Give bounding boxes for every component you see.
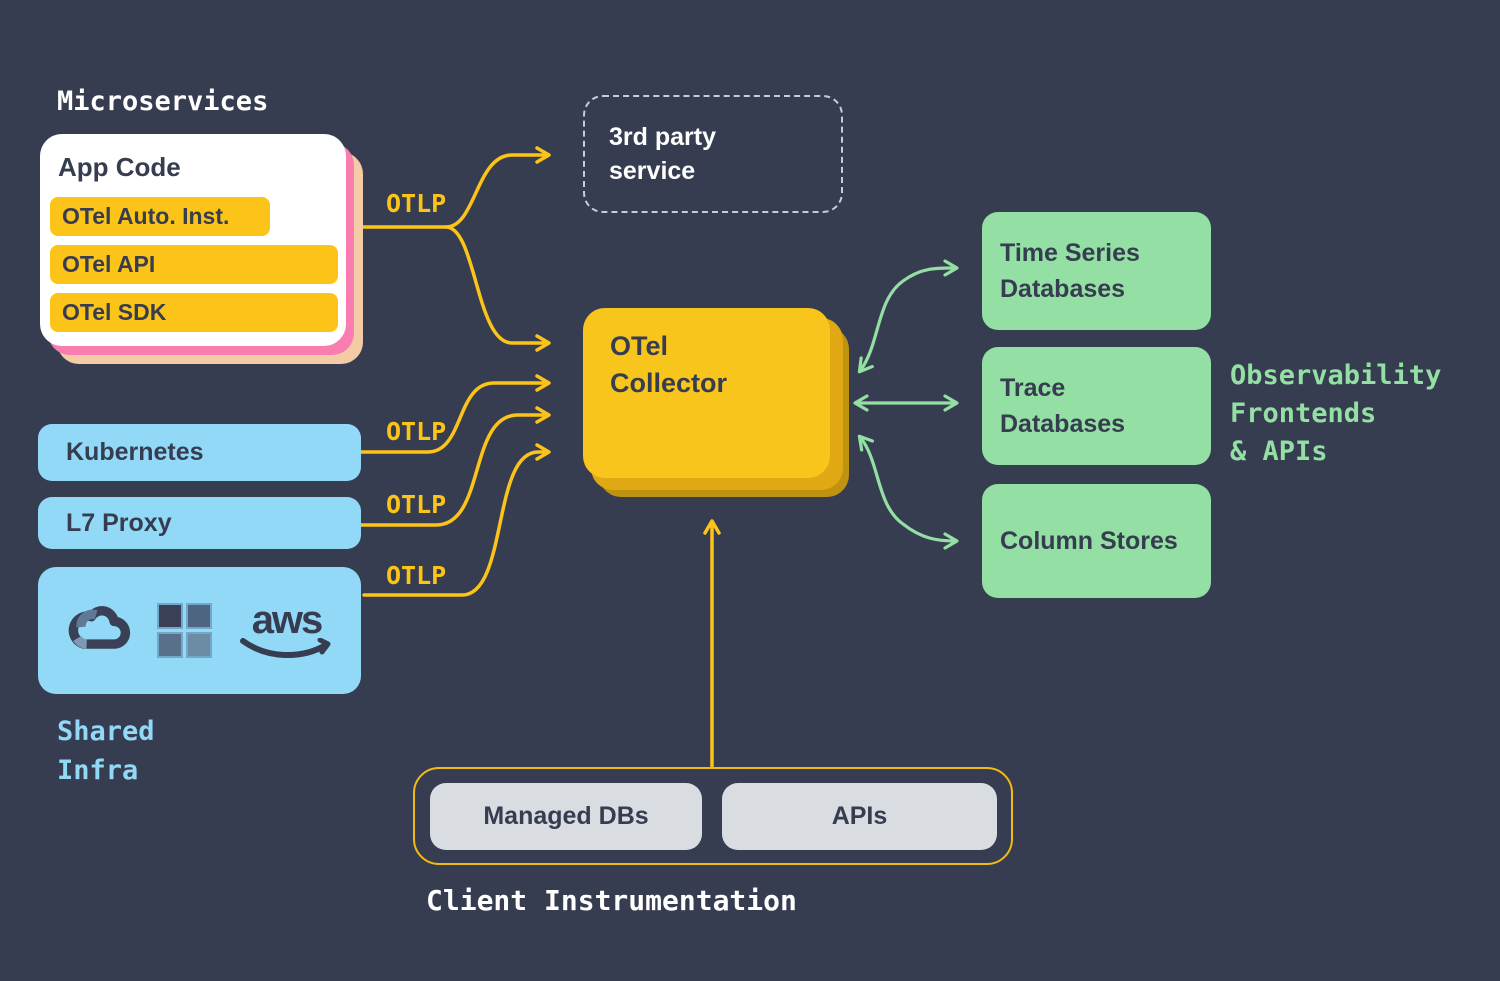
arrow-appcode-to-collector [444, 225, 551, 352]
appcode-card: App Code OTel Auto. Inst. OTel API OTel … [40, 134, 346, 346]
apis-pill: APIs [722, 783, 997, 850]
aws-icon: aws [238, 597, 336, 660]
kubernetes-box: Kubernetes [38, 424, 361, 481]
otel-collector-box: OTel Collector [583, 308, 830, 478]
column-stores-box: Column Stores [982, 484, 1211, 598]
microsoft-icon [157, 603, 212, 658]
l7-proxy-box: L7 Proxy [38, 497, 361, 549]
third-party-service-box: 3rd party service [583, 95, 843, 213]
aws-wordmark: aws [251, 597, 324, 642]
client-instrumentation-caption: Client Instrumentation [426, 884, 797, 917]
shared-infra-caption: Shared Infra [57, 716, 155, 786]
otlp-label-appcode: OTLP [386, 189, 447, 218]
trace-databases-label: Trace Databases [1000, 374, 1126, 438]
shared-infra-box: aws [38, 567, 361, 694]
managed-dbs-pill: Managed DBs [430, 783, 702, 850]
third-party-service-label: 3rd party service [609, 123, 716, 185]
otlp-label-kubernetes: OTLP [386, 417, 447, 446]
kubernetes-label: Kubernetes [66, 438, 204, 466]
appcode-title: App Code [58, 152, 181, 182]
google-cloud-icon [64, 599, 132, 662]
observability-frontends-note: Observability Frontends & APIs [1230, 360, 1442, 467]
timeseries-databases-label: Time Series Databases [1000, 239, 1140, 303]
pill-otel-api: OTel API [50, 245, 338, 284]
column-stores-label: Column Stores [1000, 527, 1178, 555]
arrow-collector-timeseries [857, 259, 959, 374]
pill-otel-auto-inst: OTel Auto. Inst. [50, 197, 270, 236]
aws-smile-arrow [239, 637, 330, 658]
otlp-label-sharedinfra: OTLP [386, 561, 447, 590]
otel-collector-label: OTel Collector [610, 331, 728, 398]
otlp-label-l7proxy: OTLP [386, 490, 447, 519]
microservices-heading: Microservices [57, 86, 269, 117]
client-instrumentation-box [413, 767, 1013, 865]
trace-databases-box: Trace Databases [982, 347, 1211, 465]
timeseries-databases-box: Time Series Databases [982, 212, 1211, 330]
arrow-collector-columnstores [857, 434, 959, 550]
l7-proxy-label: L7 Proxy [66, 508, 172, 537]
pill-otel-sdk: OTel SDK [50, 293, 338, 332]
